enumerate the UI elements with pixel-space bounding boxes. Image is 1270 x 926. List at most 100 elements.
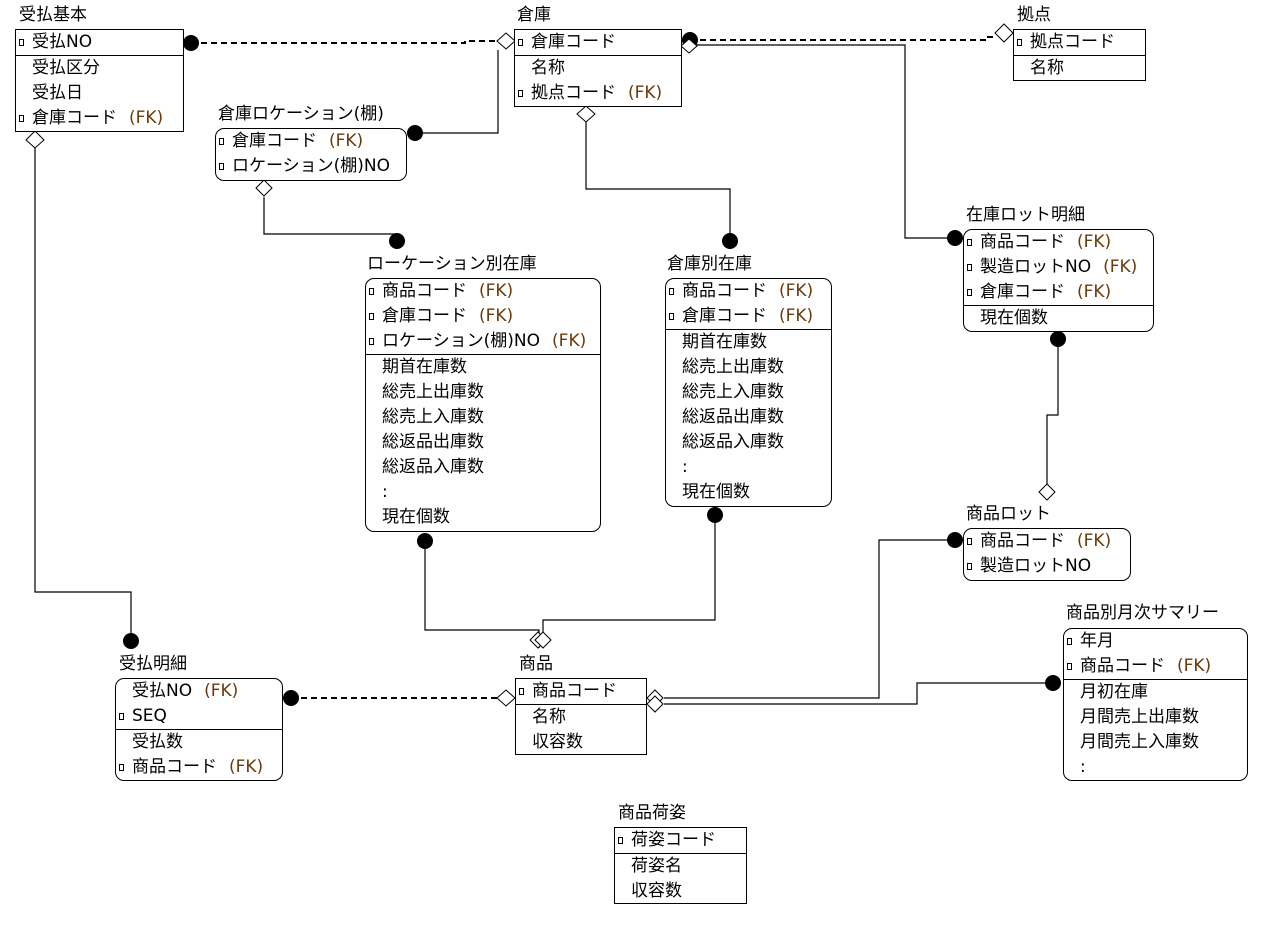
attribute-row[interactable]: 倉庫コード(FK) bbox=[16, 106, 183, 131]
attribute-name: 倉庫コード bbox=[382, 306, 467, 326]
fk-marker: (FK) bbox=[628, 83, 663, 103]
attribute-row[interactable]: 商品コード(FK) bbox=[116, 755, 282, 780]
attribute-row[interactable]: 受払NO bbox=[16, 30, 183, 55]
entity-box: 倉庫コード(FK)ロケーション(棚)NO bbox=[215, 128, 407, 181]
attribute-name: 総返品入庫数 bbox=[682, 432, 784, 452]
key-icon bbox=[967, 264, 972, 271]
attribute-name: 総返品出庫数 bbox=[382, 432, 484, 452]
attribute-row[interactable]: 総返品出庫数 bbox=[666, 405, 831, 430]
attribute-row[interactable]: ロケーション(棚)NO(FK) bbox=[366, 329, 600, 354]
link-ukeharai_kihon-ukeharai_meisai bbox=[34, 148, 132, 640]
attribute-row[interactable]: 期首在庫数 bbox=[666, 330, 831, 355]
fk-marker: (FK) bbox=[204, 681, 239, 701]
diamond-shouhin-top-right bbox=[534, 631, 552, 649]
attribute-row[interactable]: ロケーション(棚)NO bbox=[216, 154, 406, 179]
attribute-row[interactable]: 商品コード(FK) bbox=[366, 279, 600, 304]
diamond-ukeharai_kihon-bottom bbox=[25, 130, 45, 149]
attribute-row[interactable]: 倉庫コード bbox=[515, 30, 681, 55]
attribute-row[interactable]: 受払NO(FK) bbox=[116, 679, 282, 704]
attribute-row[interactable]: 月初在庫 bbox=[1064, 680, 1247, 705]
attribute-row[interactable]: 収容数 bbox=[516, 730, 646, 755]
link-shouhin-shouhin_getsuji_summary bbox=[664, 682, 1053, 705]
fk-marker: (FK) bbox=[479, 306, 514, 326]
attribute-name: 倉庫コード bbox=[32, 108, 117, 128]
attribute-row[interactable]: 倉庫コード(FK) bbox=[964, 280, 1153, 305]
attribute-row[interactable]: 拠点コード bbox=[1014, 30, 1145, 55]
attribute-name: : bbox=[382, 482, 388, 502]
attribute-row[interactable]: 商品コード(FK) bbox=[964, 529, 1130, 554]
attribute-row[interactable]: 倉庫コード(FK) bbox=[216, 129, 406, 154]
attribute-row[interactable]: 拠点コード (FK) bbox=[515, 81, 681, 106]
link-shouhin-shouhin_lot bbox=[664, 539, 955, 699]
attribute-row[interactable]: 総売上入庫数 bbox=[666, 380, 831, 405]
diamond-shouhin-left bbox=[496, 689, 516, 707]
attribute-row[interactable]: 受払区分 bbox=[16, 56, 183, 81]
attribute-name: 拠点コード bbox=[531, 83, 616, 103]
attribute-row[interactable]: 現在個数 bbox=[366, 505, 600, 530]
attribute-name: 倉庫コード bbox=[232, 131, 317, 151]
attribute-row[interactable]: 総売上出庫数 bbox=[666, 355, 831, 380]
attribute-row[interactable]: 製造ロットNO(FK) bbox=[964, 255, 1153, 280]
attribute-row[interactable]: 総返品入庫数 bbox=[666, 430, 831, 455]
entity-title: ローケーション別在庫 bbox=[367, 254, 537, 274]
key-icon bbox=[967, 289, 972, 296]
attribute-row[interactable]: SEQ bbox=[116, 704, 282, 729]
attribute-row[interactable]: 総売上出庫数 bbox=[366, 380, 600, 405]
attribute-row[interactable]: 商品コード(FK) bbox=[964, 230, 1153, 255]
attribute-row[interactable]: 総返品入庫数 bbox=[366, 455, 600, 480]
attribute-name: 収容数 bbox=[532, 732, 583, 752]
link-souko-zaiko_lot_meisai bbox=[690, 44, 955, 239]
key-icon bbox=[369, 338, 374, 345]
key-icon bbox=[19, 39, 24, 46]
attribute-row[interactable]: 荷姿名 bbox=[615, 854, 746, 879]
entity-title: 商品別月次サマリー bbox=[1066, 603, 1219, 623]
attribute-row[interactable]: 年月 bbox=[1064, 629, 1247, 654]
attribute-name: 受払区分 bbox=[32, 58, 100, 78]
attribute-row[interactable]: 名称 bbox=[515, 56, 681, 81]
attribute-row[interactable]: 月間売上出庫数 bbox=[1064, 705, 1247, 730]
attribute-row[interactable]: 名称 bbox=[1014, 56, 1145, 81]
key-icon bbox=[219, 163, 224, 170]
key-icon bbox=[219, 138, 224, 145]
key-icon bbox=[1067, 638, 1072, 645]
entity-box: 受払NO 受払区分受払日倉庫コード(FK) bbox=[15, 29, 184, 132]
key-icon bbox=[669, 288, 674, 295]
attribute-name: 商品コード bbox=[382, 281, 467, 301]
dot-location_betsu_zaiko-top bbox=[389, 233, 405, 249]
attribute-row[interactable]: 商品コード(FK) bbox=[666, 279, 831, 304]
key-icon bbox=[669, 313, 674, 320]
attribute-row[interactable]: 名称 bbox=[516, 705, 646, 730]
attribute-row[interactable]: 荷姿コード bbox=[615, 828, 746, 853]
attribute-row[interactable]: 現在個数 bbox=[964, 306, 1153, 331]
attribute-row[interactable]: 期首在庫数 bbox=[366, 355, 600, 380]
attribute-name: 月間売上入庫数 bbox=[1080, 732, 1199, 752]
attribute-row[interactable]: : bbox=[666, 455, 831, 480]
attribute-row[interactable]: 総売上入庫数 bbox=[366, 405, 600, 430]
entity-title: 受払明細 bbox=[119, 654, 187, 674]
attribute-row[interactable]: 製造ロットNO bbox=[964, 554, 1130, 579]
attribute-row[interactable]: 倉庫コード (FK) bbox=[366, 304, 600, 329]
attribute-row[interactable]: 商品コード(FK) bbox=[1064, 654, 1247, 679]
attribute-row[interactable]: 商品コード bbox=[516, 679, 646, 704]
attribute-name: 総売上出庫数 bbox=[682, 357, 784, 377]
attribute-row[interactable]: 現在個数 bbox=[666, 480, 831, 505]
attribute-row[interactable]: 受払数 bbox=[116, 730, 282, 755]
attribute-row[interactable]: 総返品出庫数 bbox=[366, 430, 600, 455]
link-souko-souko_betsu_zaiko bbox=[585, 122, 731, 241]
attribute-row[interactable]: : bbox=[1064, 755, 1247, 780]
entity-box: 拠点コード名称 bbox=[1013, 29, 1146, 81]
attribute-row[interactable]: 倉庫コード(FK) bbox=[666, 304, 831, 329]
key-icon bbox=[967, 563, 972, 570]
attribute-row[interactable]: : bbox=[366, 480, 600, 505]
dot-zaiko_lot_meisai-left bbox=[947, 230, 963, 246]
attribute-row[interactable]: 受払日 bbox=[16, 81, 183, 106]
attribute-row[interactable]: 月間売上入庫数 bbox=[1064, 730, 1247, 755]
key-icon bbox=[369, 313, 374, 320]
key-icon bbox=[967, 239, 972, 246]
entity-title: 商品荷姿 bbox=[618, 803, 686, 823]
fk-marker: (FK) bbox=[779, 306, 814, 326]
attribute-row[interactable]: 収容数 bbox=[615, 879, 746, 904]
